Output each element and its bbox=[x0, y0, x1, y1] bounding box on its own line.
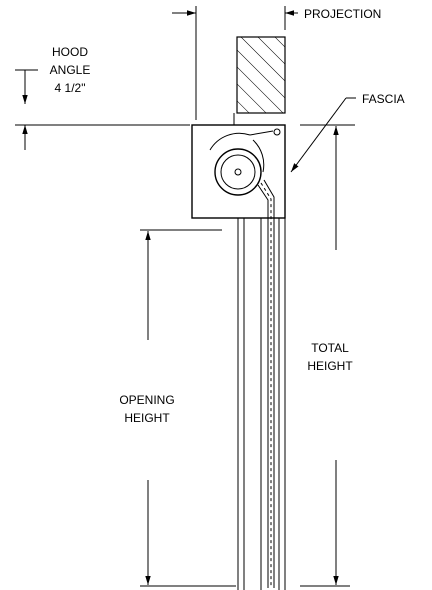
opening-height-label-line2: HEIGHT bbox=[124, 411, 170, 425]
projection-dimension: PROJECTION bbox=[172, 6, 381, 120]
total-height-dimension: TOTAL HEIGHT bbox=[300, 126, 353, 587]
fascia-label: FASCIA bbox=[362, 92, 405, 106]
total-height-label-line1: TOTAL bbox=[311, 341, 349, 355]
hood-angle-label-line2: ANGLE bbox=[50, 63, 91, 77]
hood-angle-label-line1: HOOD bbox=[52, 45, 88, 59]
hood-angle-label-line3: 4 1/2" bbox=[55, 81, 86, 95]
opening-height-dimension: OPENING HEIGHT bbox=[119, 229, 236, 587]
coil-barrel bbox=[209, 128, 281, 196]
total-height-label-line2: HEIGHT bbox=[307, 359, 353, 373]
projection-label: PROJECTION bbox=[304, 7, 381, 21]
hood-box bbox=[191, 113, 286, 219]
opening-height-label-line1: OPENING bbox=[119, 393, 174, 407]
wall-header bbox=[236, 36, 286, 114]
curtain bbox=[257, 179, 275, 588]
fascia-callout: FASCIA bbox=[290, 92, 405, 173]
hood-angle-dimension: HOOD ANGLE 4 1/2" bbox=[15, 45, 90, 150]
guide-jambs bbox=[237, 218, 286, 590]
